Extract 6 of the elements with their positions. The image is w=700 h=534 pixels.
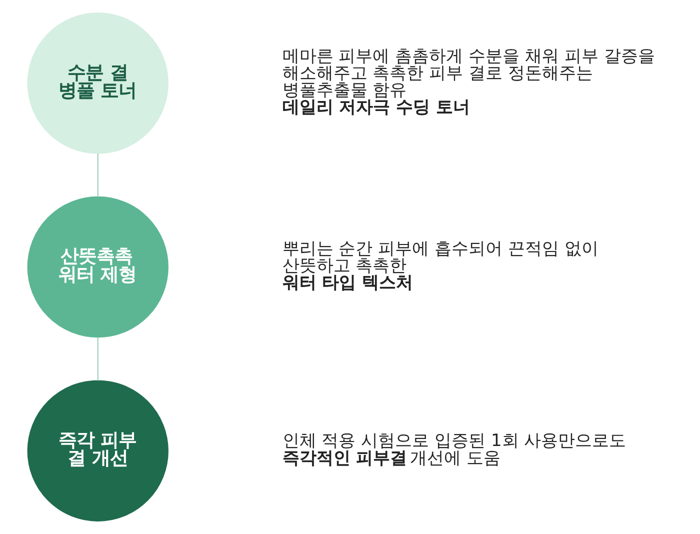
node-circle: 산뜻촉촉 워터 제형: [26, 196, 168, 338]
node-label: 데일리 저자극 수딩 토너: [282, 98, 470, 118]
connector: [96, 337, 98, 381]
connector: [96, 153, 98, 197]
node-circle: 수분 결 병풀 토너: [26, 12, 168, 154]
node-circle: 즉각 피부 결 개선: [26, 380, 168, 522]
